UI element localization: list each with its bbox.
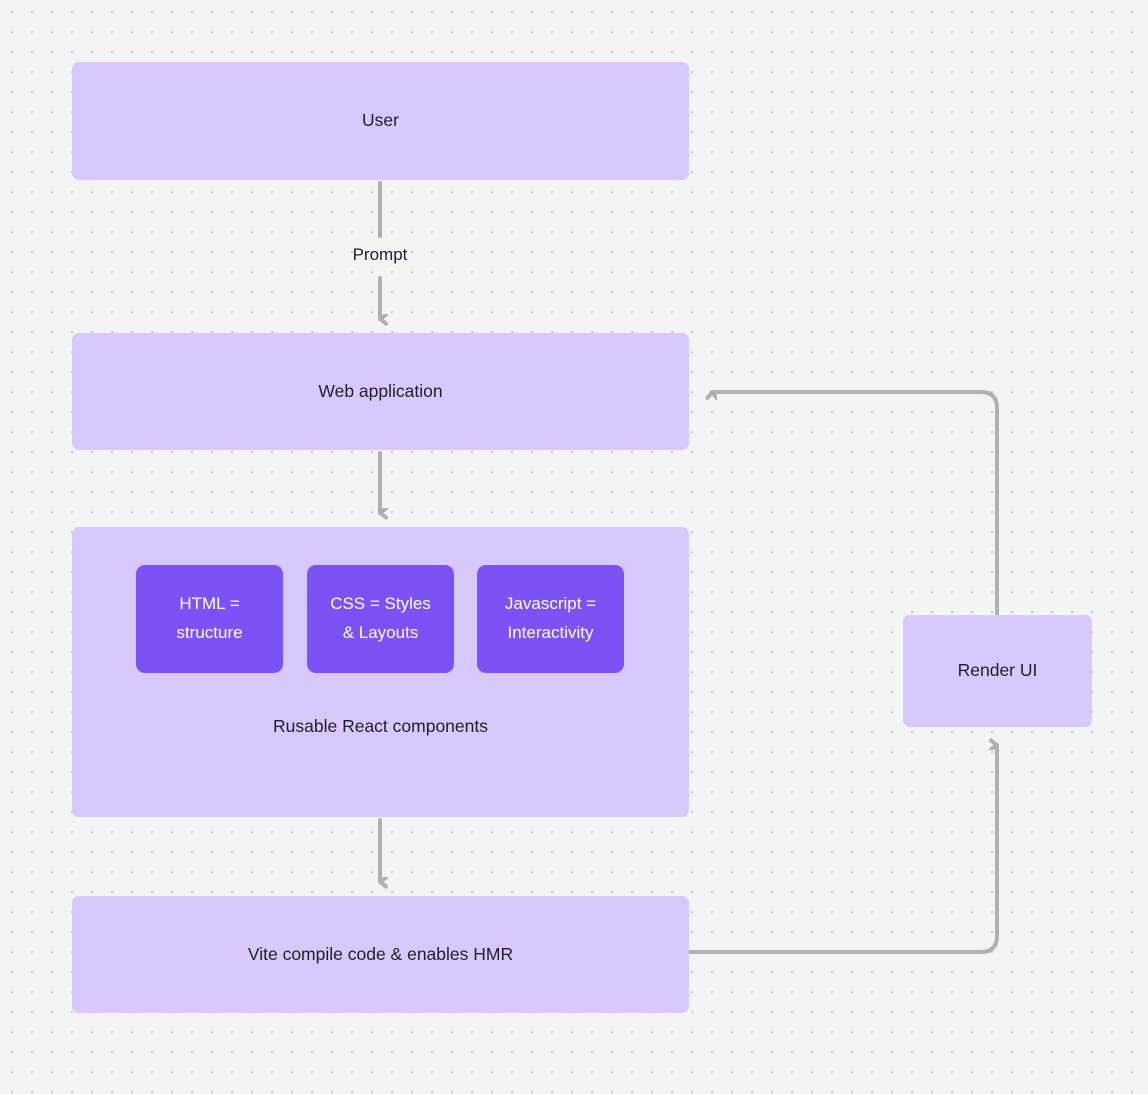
node-react-components[interactable]: HTML = structure CSS = Styles & Layouts Ja…: [72, 527, 689, 817]
node-user[interactable]: User: [72, 62, 689, 180]
chip-html-line1: HTML =: [179, 594, 240, 614]
chip-html-label: HTML = structure: [176, 590, 242, 648]
edge-render-to-webapp: [712, 390, 999, 616]
react-components-inner: HTML = structure CSS = Styles & Layouts Ja…: [72, 527, 689, 817]
node-vite-label: Vite compile code & enables HMR: [247, 943, 514, 964]
edge-label-prompt: Prompt: [352, 245, 408, 264]
node-react-components-label: Rusable React components: [273, 716, 488, 736]
node-web-application-label: Web application: [318, 380, 443, 401]
chip-css-line1: CSS = Styles: [330, 594, 431, 614]
chip-css-line2: & Layouts: [342, 623, 419, 642]
chip-css[interactable]: CSS = Styles & Layouts: [307, 565, 454, 673]
edge-vite-to-render: [687, 745, 999, 954]
chip-javascript[interactable]: Javascript = Interactivity: [477, 565, 624, 673]
node-user-label: User: [362, 110, 399, 131]
chip-javascript-line2: Interactivity: [507, 623, 594, 642]
chip-html[interactable]: HTML = structure: [136, 565, 283, 673]
chip-javascript-line1: Javascript =: [504, 594, 597, 614]
chip-html-line2: structure: [176, 623, 243, 642]
chip-css-label: CSS = Styles & Layouts: [330, 590, 431, 648]
node-vite[interactable]: Vite compile code & enables HMR: [72, 896, 689, 1013]
node-render-ui[interactable]: Render UI: [903, 615, 1092, 727]
node-web-application[interactable]: Web application: [72, 333, 689, 450]
chip-javascript-label: Javascript = Interactivity: [505, 590, 596, 648]
node-render-ui-label: Render UI: [957, 660, 1038, 681]
